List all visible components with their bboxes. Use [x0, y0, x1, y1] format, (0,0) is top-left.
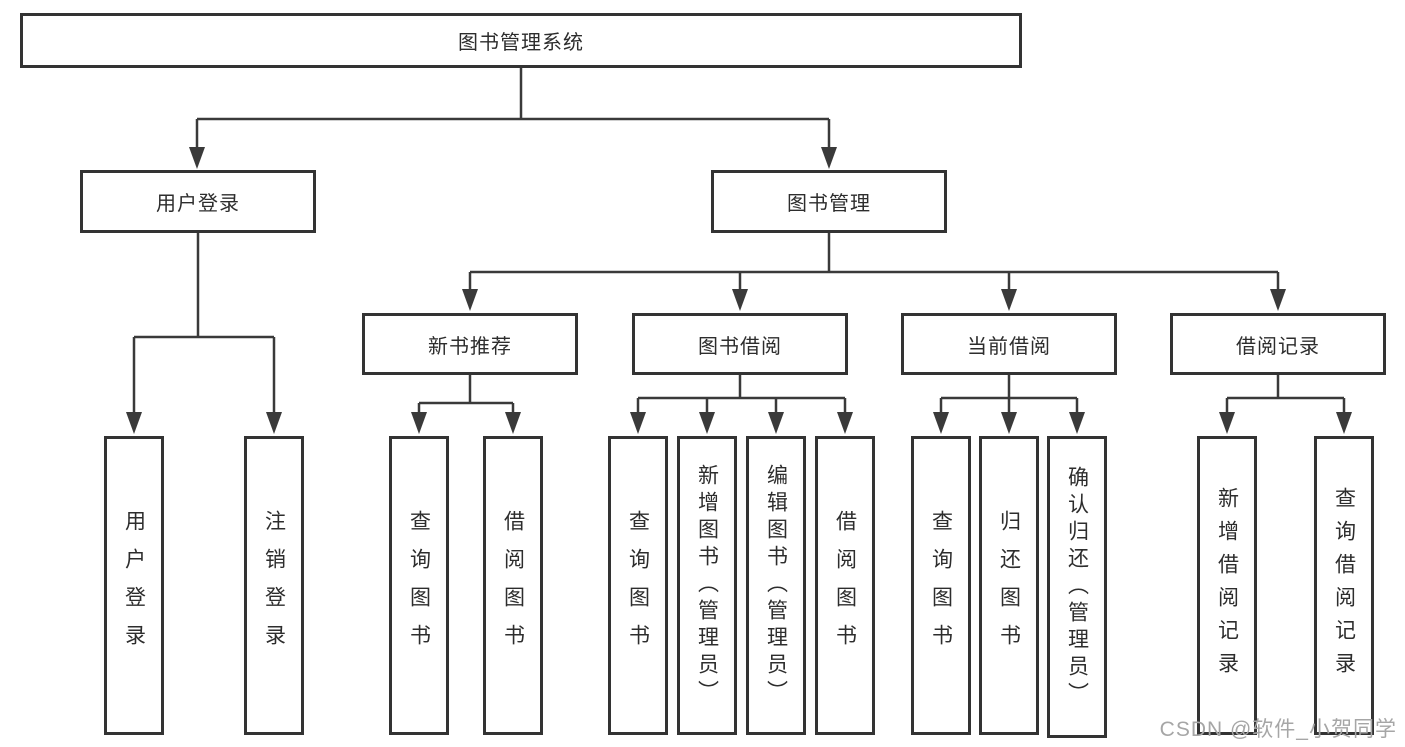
connector-currentborrow-to-leaves	[939, 375, 1079, 418]
arrowhead-icon	[837, 412, 853, 434]
leaf-label: 查询图书	[407, 509, 431, 662]
leaf-query-books-current: 查询图书	[911, 436, 971, 735]
leaf-user-login: 用户登录	[104, 436, 164, 735]
arrowhead-icon	[1001, 412, 1017, 434]
leaf-label: 新增借阅记录	[1215, 486, 1239, 685]
leaf-label: 确认归还（管理员）	[1065, 465, 1089, 709]
leaf-label: 借阅图书	[833, 509, 857, 662]
arrowhead-icon	[821, 147, 837, 169]
arrowhead-icon	[1001, 289, 1017, 311]
arrowhead-icon	[732, 289, 748, 311]
arrowhead-icon	[505, 412, 521, 434]
leaf-return-books: 归还图书	[979, 436, 1039, 735]
node-new-book-recommend: 新书推荐	[362, 313, 578, 375]
connector-bookborrow-to-leaves	[636, 375, 847, 418]
arrowhead-icon	[266, 412, 282, 434]
arrowhead-icon	[933, 412, 949, 434]
leaf-query-books-borrowing: 查询图书	[608, 436, 668, 735]
connector-lines	[132, 68, 1346, 418]
leaf-add-borrow-record: 新增借阅记录	[1197, 436, 1257, 735]
node-borrowing-records-label: 借阅记录	[1236, 335, 1320, 358]
connector-newbook-to-leaves	[417, 375, 515, 418]
node-user-login: 用户登录	[80, 170, 316, 233]
node-current-borrowing: 当前借阅	[901, 313, 1117, 375]
leaf-label: 查询借阅记录	[1332, 486, 1356, 685]
arrowhead-icon	[1069, 412, 1085, 434]
arrowhead-icon	[630, 412, 646, 434]
node-book-management-label: 图书管理	[787, 193, 871, 215]
leaf-logout: 注销登录	[244, 436, 304, 735]
node-book-borrowing: 图书借阅	[632, 313, 848, 375]
leaf-borrow-books: 借阅图书	[815, 436, 875, 735]
arrowhead-icon	[1336, 412, 1352, 434]
node-new-book-recommend-label: 新书推荐	[428, 335, 512, 358]
leaf-label: 归还图书	[997, 509, 1021, 662]
node-book-borrowing-label: 图书借阅	[698, 335, 782, 358]
leaf-query-borrow-record: 查询借阅记录	[1314, 436, 1374, 735]
arrowhead-icon	[126, 412, 142, 434]
connector-root-to-level2	[195, 68, 831, 152]
leaf-label: 新增图书（管理员）	[695, 464, 719, 707]
connector-userlogin-to-leaves	[132, 233, 276, 418]
node-root-label: 图书管理系统	[458, 32, 584, 54]
node-book-management: 图书管理	[711, 170, 947, 233]
leaf-add-book-admin: 新增图书（管理员）	[677, 436, 737, 735]
leaf-confirm-return-admin: 确认归还（管理员）	[1047, 436, 1107, 738]
arrowhead-icon	[699, 412, 715, 434]
leaf-edit-book-admin: 编辑图书（管理员）	[746, 436, 806, 735]
arrowhead-icon	[768, 412, 784, 434]
arrowhead-icon	[1270, 289, 1286, 311]
leaf-query-books-recommend: 查询图书	[389, 436, 449, 735]
node-root: 图书管理系统	[20, 13, 1022, 68]
leaf-borrow-books-recommend: 借阅图书	[483, 436, 543, 735]
leaf-label: 编辑图书（管理员）	[764, 464, 788, 707]
arrowhead-icon	[462, 289, 478, 311]
connector-bookmgmt-to-level3	[468, 233, 1280, 294]
connector-records-to-leaves	[1225, 375, 1346, 418]
leaf-label: 查询图书	[929, 509, 953, 662]
leaf-label: 借阅图书	[501, 509, 525, 662]
node-current-borrowing-label: 当前借阅	[967, 335, 1051, 358]
leaf-label: 查询图书	[626, 509, 650, 662]
csdn-watermark: CSDN @软件_小贺同学	[1159, 718, 1397, 741]
leaf-label: 用户登录	[122, 509, 146, 662]
arrowhead-icon	[1219, 412, 1235, 434]
leaf-label: 注销登录	[262, 509, 286, 662]
arrowhead-icon	[189, 147, 205, 169]
arrowhead-icon	[411, 412, 427, 434]
arrowheads	[126, 147, 1352, 434]
node-borrowing-records: 借阅记录	[1170, 313, 1386, 375]
node-user-login-label: 用户登录	[156, 193, 240, 215]
